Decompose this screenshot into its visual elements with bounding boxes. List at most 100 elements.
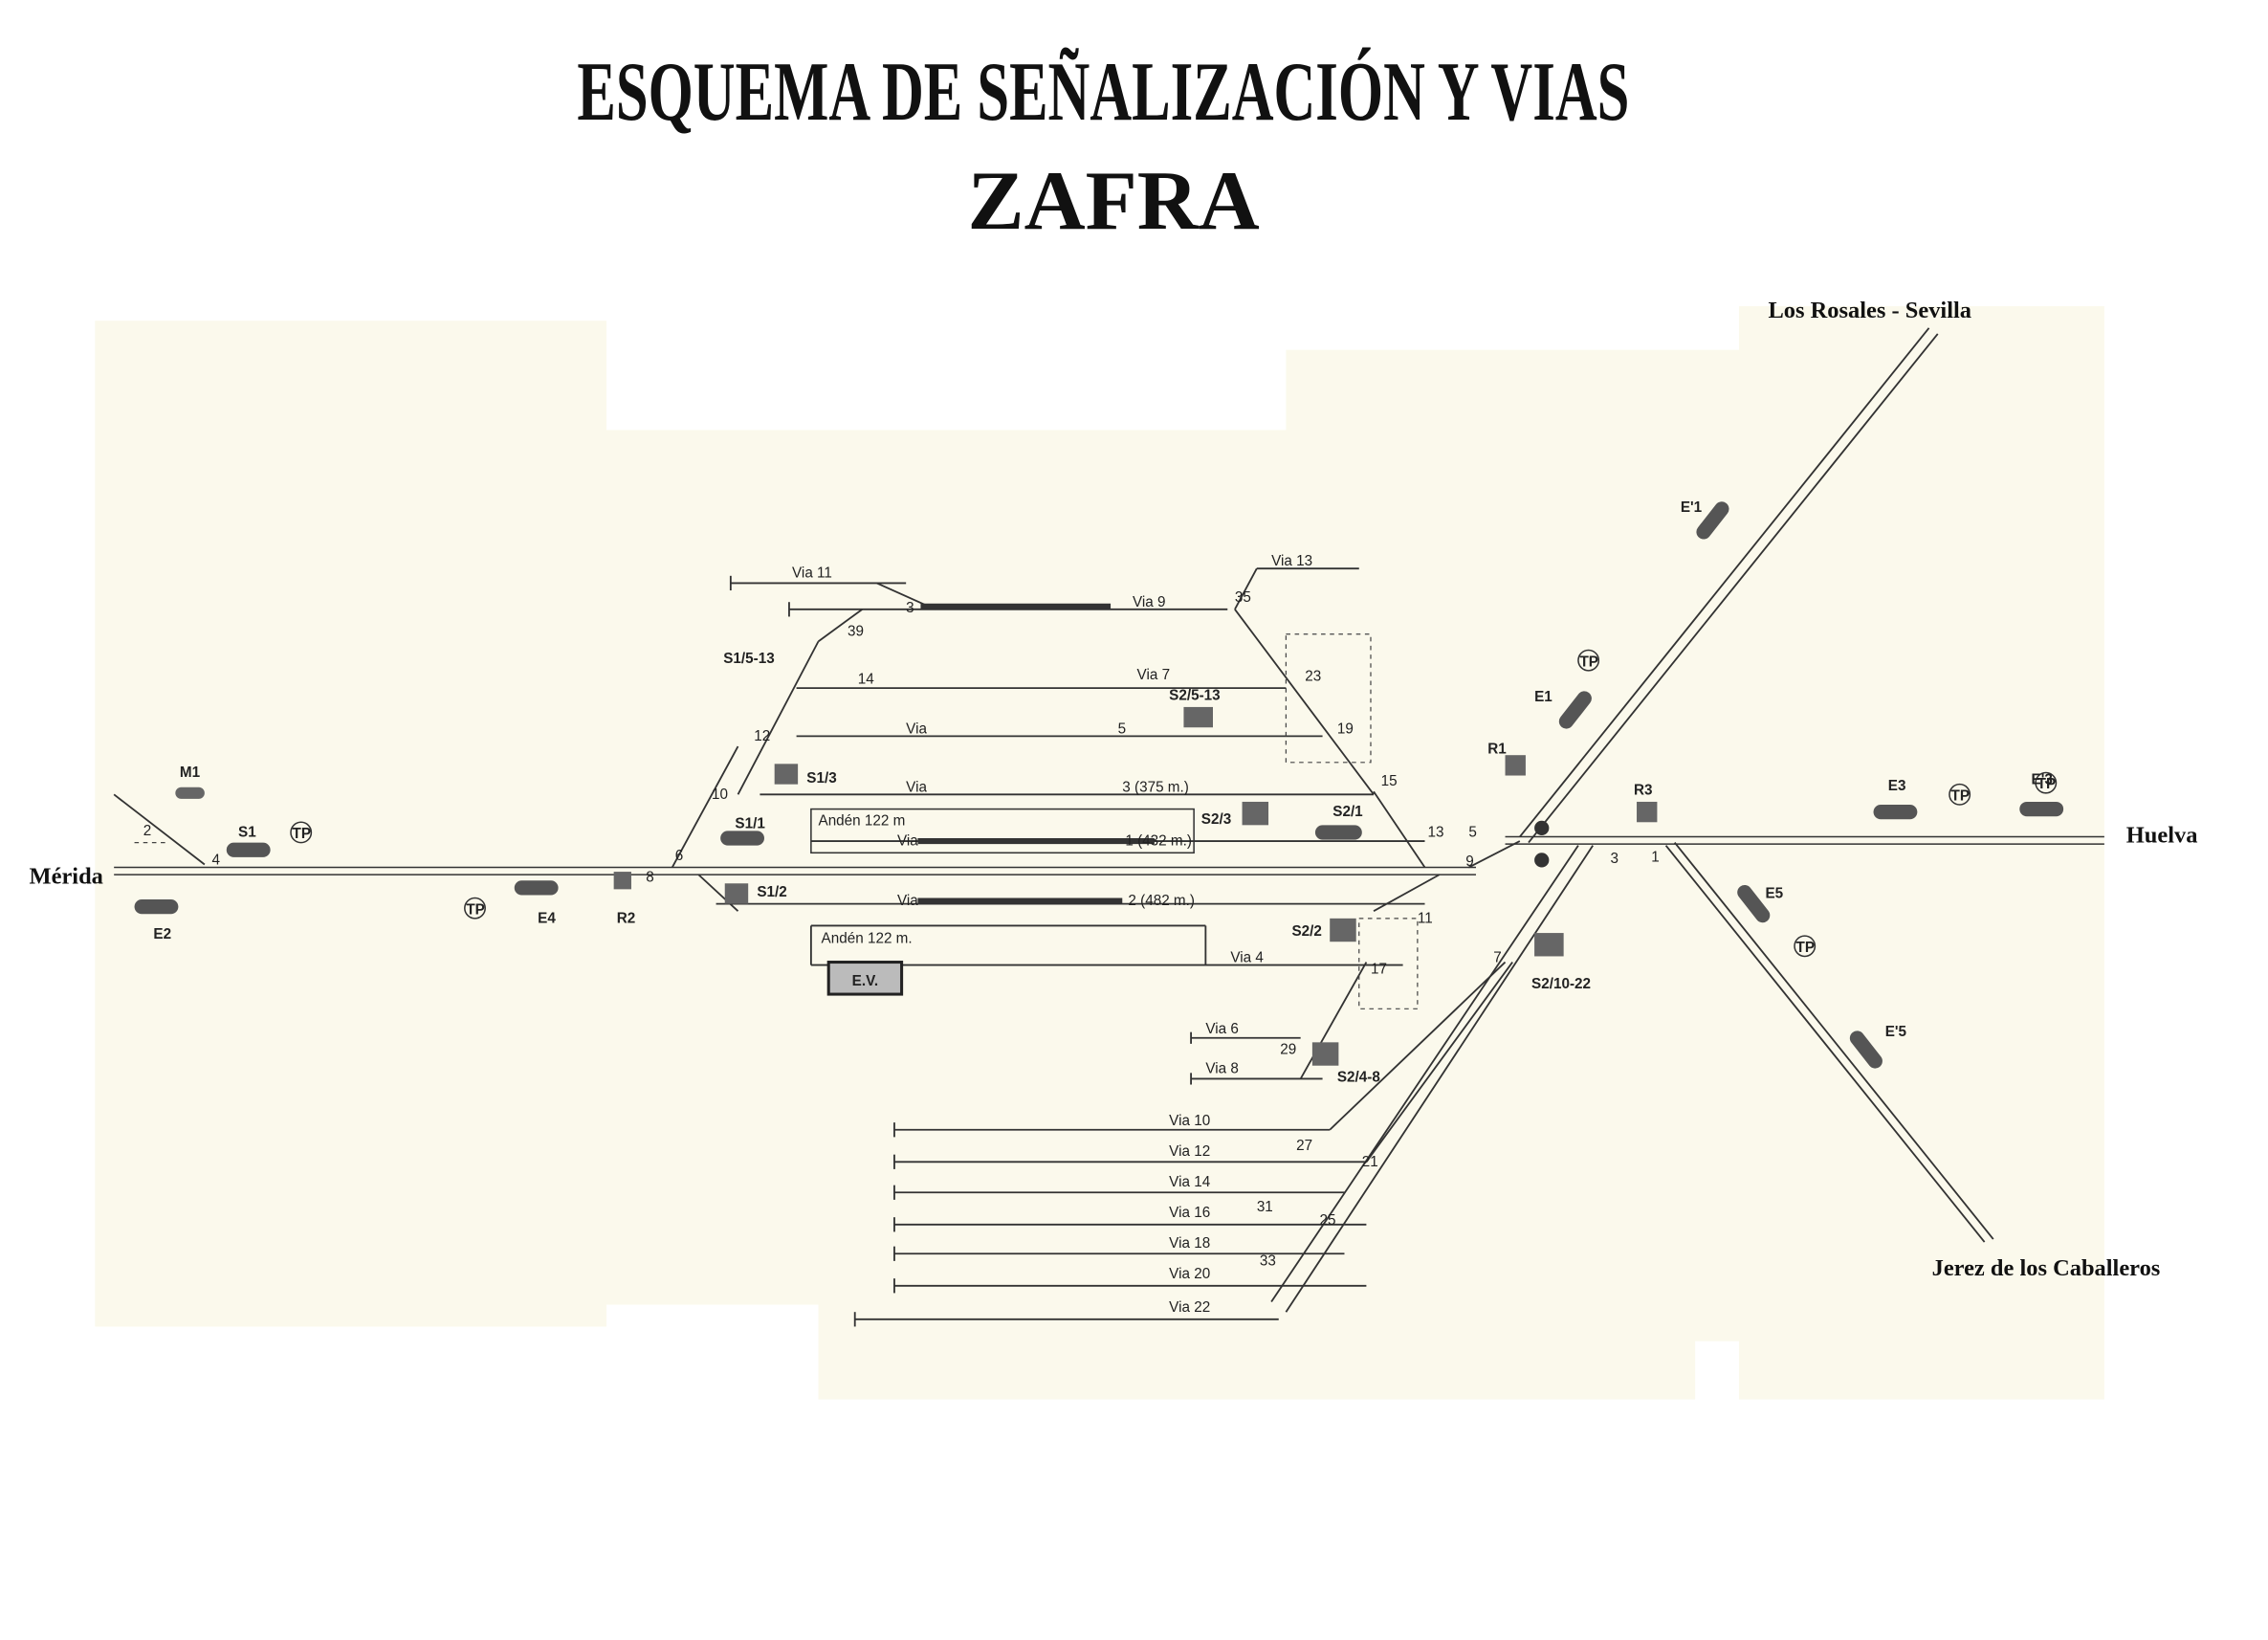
track-label-via10: Via 10 [1169, 1113, 1210, 1129]
switch-number: 2 [143, 823, 151, 839]
signal-label-s1-5-13: S1/5-13 [723, 651, 774, 667]
main-line [113, 327, 2104, 1313]
track-label-via8: Via 8 [1205, 1060, 1239, 1076]
signal-label-s2-3: S2/3 [1201, 811, 1231, 828]
signal-label-m1: M1 [180, 765, 201, 781]
switch-numbers: 2 4 6 8 10 12 14 39 3 35 23 19 15 13 5 9… [143, 589, 1660, 1269]
switch-number: 13 [1428, 825, 1444, 841]
signal-icons [134, 501, 2064, 1069]
switch-number: 19 [1337, 720, 1354, 737]
switch-number: 1 [1651, 849, 1659, 865]
tp-marker-icon [1794, 935, 1817, 958]
tp-marker-icon [290, 821, 313, 844]
switch-number: 12 [754, 728, 770, 744]
track-label-via6: Via 6 [1205, 1021, 1239, 1037]
signal-label-s2-10-22: S2/10-22 [1531, 976, 1591, 992]
signal-label-e1: E1 [1534, 689, 1552, 705]
signal-icon [175, 787, 205, 799]
track-label-via1: 1 (432 m.) [1125, 833, 1192, 850]
signal-label-e-prime-3: E'3 [2032, 772, 2053, 788]
signal-icon [514, 880, 559, 896]
junction-marker [1534, 820, 1550, 835]
track-label-via12: Via 12 [1169, 1143, 1210, 1160]
track-label-via20: Via 20 [1169, 1266, 1210, 1282]
signal-label-s2-4-8: S2/4-8 [1337, 1069, 1381, 1085]
switch-number: 9 [1465, 853, 1473, 870]
platform-label-1: Andén 122 m [819, 812, 906, 829]
track-label-via5: 5 [1118, 720, 1126, 737]
switch-number: 14 [858, 672, 875, 688]
signal-icon [2019, 801, 2064, 817]
signal-label-r1: R1 [1487, 742, 1507, 758]
platform-label-2: Andén 122 m. [822, 931, 913, 947]
signal-label-s1-2: S1/2 [757, 884, 786, 900]
signal-label-e3: E3 [1888, 778, 1906, 794]
tp-label: TP [1796, 940, 1816, 956]
signal-icon [1737, 884, 1771, 923]
signal-label-e4: E4 [538, 910, 556, 926]
signal-label-s1-3: S1/3 [806, 770, 836, 787]
diagram-title: ESQUEMA DE SEÑALIZACIÓN Y VIAS [577, 45, 1629, 139]
switch-number: 35 [1235, 589, 1251, 606]
track-labels: Via 11 Via 13 Via 9 Via 7 Via 5 Via 3 (3… [792, 553, 1312, 1316]
switch-number: 15 [1381, 773, 1398, 789]
track-label-via3-prefix: Via [906, 779, 927, 795]
track-label-via14: Via 14 [1169, 1174, 1211, 1190]
signal-icon [226, 842, 271, 857]
station-building-label: E.V. [852, 973, 878, 989]
destination-jerez: Jerez de los Caballeros [1932, 1255, 2161, 1281]
signal-label-e-prime-1: E'1 [1681, 499, 1703, 516]
tp-label: TP [293, 826, 312, 842]
signal-label-s1: S1 [238, 825, 256, 841]
tp-label: TP [466, 901, 485, 918]
signal-icon [613, 872, 631, 890]
signal-icon [1849, 1031, 1883, 1069]
track-label-via1-prefix: Via [897, 833, 918, 850]
track-label-via11: Via 11 [792, 565, 832, 581]
station-building: E.V. [826, 961, 904, 996]
switch-number: 8 [646, 870, 653, 886]
signal-icon [774, 764, 799, 785]
tp-label: TP [1950, 787, 1970, 804]
switch-number: 39 [848, 623, 864, 639]
signal-icon [1183, 706, 1213, 728]
signal-labels: M1 S1 TP E2 E4 TP R2 S1/5-13 S1/3 S1/1 S… [153, 499, 2056, 1086]
switch-number: 6 [675, 848, 683, 864]
signal-label-r2: R2 [617, 910, 636, 926]
signal-label-s2-5-13: S2/5-13 [1169, 687, 1220, 703]
switch-number: 4 [212, 852, 221, 868]
switch-number: 27 [1296, 1138, 1312, 1154]
signal-label-s1-1: S1/1 [735, 815, 765, 831]
signal-label-e2: E2 [153, 926, 171, 942]
track-label-via16: Via 16 [1169, 1205, 1210, 1221]
station-tracks [716, 567, 1425, 1085]
signal-icon [1242, 801, 1269, 826]
yard-tracks [853, 961, 1513, 1327]
switch-number: 5 [1468, 825, 1476, 841]
signal-label-s2-1: S2/1 [1332, 804, 1363, 820]
signal-icon [1330, 918, 1356, 942]
signal-icon [134, 899, 179, 915]
signal-icon [1505, 755, 1526, 776]
tp-marker-icon [1949, 783, 1971, 806]
signal-icon [720, 831, 764, 846]
signal-icon [1534, 933, 1564, 957]
switch-number: 25 [1320, 1212, 1336, 1229]
tp-marker-icon [464, 897, 486, 920]
switch-number: 3 [1611, 851, 1618, 867]
switch-number: 17 [1371, 962, 1387, 978]
signal-label-s2-2: S2/2 [1291, 923, 1321, 940]
signal-icon [1311, 1042, 1339, 1066]
tp-label: TP [2037, 776, 2057, 792]
switch-number: 10 [712, 787, 728, 803]
switch-number: 23 [1305, 669, 1321, 685]
signal-label-e5: E5 [1765, 886, 1783, 902]
destination-merida: Mérida [30, 863, 103, 889]
switch-number: 33 [1260, 1252, 1276, 1269]
signal-area [1358, 918, 1419, 1009]
track-label-via18: Via 18 [1169, 1235, 1210, 1252]
signal-icon [1873, 805, 1918, 820]
track-label-via2-prefix: Via [897, 893, 918, 909]
signal-icon [1558, 691, 1592, 729]
